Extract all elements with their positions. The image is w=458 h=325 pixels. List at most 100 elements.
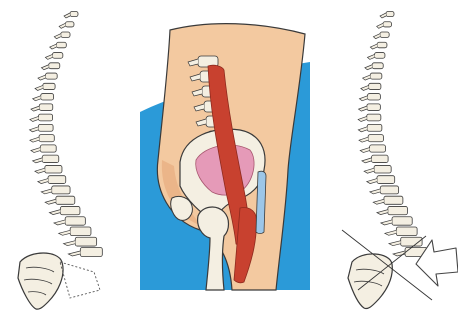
vertebra — [70, 227, 91, 236]
vertebra — [396, 227, 417, 236]
spine-column-right — [358, 12, 427, 257]
vertebra — [370, 73, 382, 79]
spinous-process — [359, 106, 367, 111]
spinous-process — [59, 23, 65, 28]
spinous-process — [45, 54, 52, 59]
vertebra — [39, 104, 52, 111]
spinous-process — [362, 158, 372, 163]
spinous-process — [31, 106, 39, 111]
spine-neutral-illustration — [0, 0, 130, 325]
spinous-process — [54, 34, 61, 39]
vertebra — [45, 165, 62, 173]
vertebra — [388, 206, 408, 214]
spinous-process — [38, 75, 46, 80]
vertebra — [384, 196, 403, 204]
spinous-process — [389, 241, 401, 246]
vertebra — [80, 248, 102, 257]
spinous-process — [359, 137, 368, 142]
vertebra — [370, 145, 386, 152]
spinous-process — [370, 44, 377, 49]
spinous-process — [381, 220, 392, 225]
vertebra — [367, 104, 380, 111]
spine-tilted-illustration — [328, 0, 458, 325]
vertebra — [56, 42, 66, 48]
tensor-tendon — [256, 171, 266, 233]
spinous-process — [50, 44, 57, 49]
spinous-process — [33, 96, 41, 101]
vertebra — [49, 63, 60, 69]
spine-neutral-panel — [0, 0, 130, 325]
spinous-process — [358, 127, 367, 132]
vertebra — [374, 53, 384, 59]
spinous-process — [367, 179, 377, 184]
vertebra — [380, 186, 398, 194]
sacral-angle-wedge — [60, 262, 100, 298]
spinous-process — [367, 54, 374, 59]
spinous-process — [30, 116, 39, 121]
vertebra — [52, 53, 62, 59]
spinous-process — [30, 127, 39, 132]
vertebra — [368, 135, 383, 142]
spinous-process — [64, 241, 76, 246]
vertebra — [380, 32, 389, 37]
open-arrow-icon — [416, 240, 458, 286]
spinous-process — [35, 85, 43, 90]
spinous-process — [363, 75, 371, 80]
spinous-process — [377, 210, 388, 215]
vertebra — [65, 22, 74, 27]
vertebra — [367, 114, 381, 121]
vertebra — [368, 94, 381, 100]
spine-tilted-panel — [328, 0, 458, 325]
spinous-process — [49, 210, 60, 215]
spinous-process — [30, 137, 39, 142]
vertebra — [70, 12, 78, 17]
spinous-process — [54, 220, 65, 225]
spinous-process — [360, 148, 369, 153]
hip-flexor-illustration — [140, 0, 320, 325]
vertebra — [56, 196, 75, 204]
vertebra — [38, 124, 53, 131]
spinous-process — [41, 65, 48, 70]
vertebra — [377, 176, 395, 184]
vertebra — [75, 237, 96, 246]
sacrum-right — [348, 254, 392, 309]
vertebra — [374, 165, 391, 173]
spinous-process — [385, 230, 396, 235]
spinous-process — [380, 13, 386, 18]
vertebra — [46, 73, 58, 79]
pelvis-muscles-panel — [140, 0, 320, 325]
vertebra — [60, 206, 80, 214]
sacrum-left — [18, 253, 63, 309]
spinous-process — [64, 13, 70, 18]
spinous-process — [373, 199, 384, 204]
vertebra — [48, 176, 66, 184]
vertebra — [372, 63, 383, 69]
vertebra — [41, 94, 54, 100]
spinous-process — [68, 251, 80, 256]
spinous-process — [359, 96, 367, 101]
spine-column-left — [30, 12, 103, 257]
spinous-process — [364, 168, 374, 173]
vertebra — [38, 114, 52, 121]
spinous-process — [33, 158, 43, 163]
vertebra — [52, 186, 70, 194]
spinous-process — [45, 199, 56, 204]
vertebra — [42, 155, 59, 162]
vertebra — [369, 83, 381, 89]
spinous-process — [38, 179, 48, 184]
vertebra — [65, 217, 85, 225]
spinous-process — [59, 230, 70, 235]
vertebra — [40, 145, 56, 152]
spinous-process — [31, 148, 40, 153]
vertebra — [383, 22, 392, 27]
spinous-process — [365, 65, 372, 70]
spinous-process — [370, 189, 380, 194]
spinous-process — [377, 23, 383, 28]
vertebra — [392, 217, 412, 225]
spinous-process — [41, 189, 51, 194]
vertebra — [386, 12, 394, 17]
vertebra — [61, 32, 70, 37]
vertebra — [367, 124, 382, 131]
vertebra — [43, 83, 55, 89]
vertebra — [39, 135, 54, 142]
